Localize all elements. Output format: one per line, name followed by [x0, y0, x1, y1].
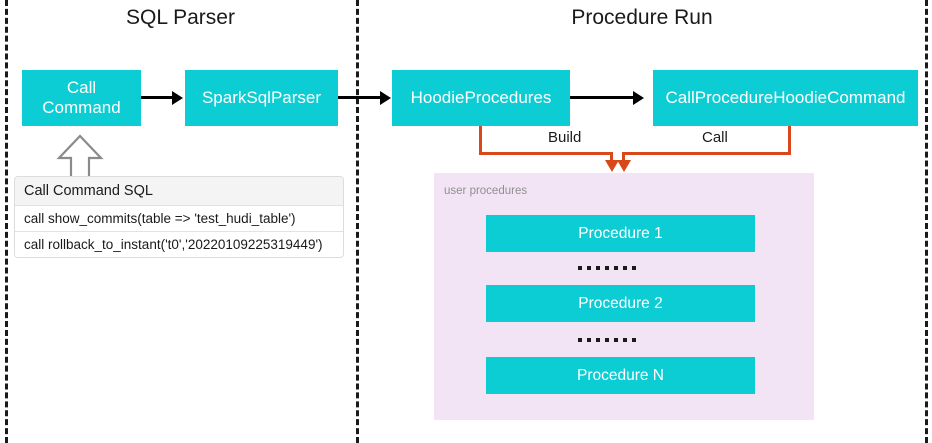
ellipsis-dot: [596, 338, 600, 342]
ellipsis-dot: [587, 266, 591, 270]
node-spark-sql-parser-label: SparkSqlParser: [201, 87, 322, 107]
node-call-command-line2: Command: [42, 98, 121, 117]
up-arrow-sql-to-call-command: [56, 134, 104, 180]
arrow-procedures-to-command-line: [570, 96, 635, 99]
ellipsis-dot: [614, 338, 618, 342]
procedure-box-n[interactable]: Procedure N: [486, 357, 755, 394]
sql-table-row-1[interactable]: call show_commits(table => 'test_hudi_ta…: [15, 206, 343, 232]
connector-build-horizontal: [479, 152, 613, 155]
arrow-parser-to-procedures-line: [338, 96, 382, 99]
connector-build-vertical: [479, 126, 482, 155]
ellipsis-dot: [605, 266, 609, 270]
ellipsis-dot: [578, 266, 582, 270]
divider-right: [925, 0, 928, 443]
ellipsis-dot: [605, 338, 609, 342]
procedure-box-2[interactable]: Procedure 2: [486, 285, 755, 322]
procedure-box-1-label: Procedure 1: [578, 224, 663, 242]
ellipsis-dot: [578, 338, 582, 342]
arrow-procedures-to-command-head: [633, 90, 644, 105]
node-spark-sql-parser[interactable]: SparkSqlParser: [185, 70, 338, 126]
connector-build-arrowhead: [604, 160, 619, 172]
divider-middle: [356, 0, 359, 443]
procedure-box-n-label: Procedure N: [576, 366, 664, 384]
connector-call-label: Call: [697, 130, 733, 145]
ellipsis-separator-2: [578, 338, 636, 342]
connector-call-vertical: [788, 126, 791, 155]
section-title-sql-parser: SQL Parser: [126, 6, 235, 29]
connector-call-down: [622, 152, 625, 163]
divider-left: [5, 0, 8, 443]
sql-table-header: Call Command SQL: [15, 177, 343, 206]
ellipsis-separator-1: [578, 266, 636, 270]
ellipsis-dot: [614, 266, 618, 270]
ellipsis-dot: [596, 266, 600, 270]
connector-call-arrowhead: [616, 160, 631, 172]
node-hoodie-procedures[interactable]: HoodieProcedures: [392, 70, 570, 126]
connector-build-label: Build: [543, 130, 587, 145]
ellipsis-dot: [632, 266, 636, 270]
ellipsis-dot: [587, 338, 591, 342]
ellipsis-dot: [623, 266, 627, 270]
sql-table: Call Command SQL call show_commits(table…: [14, 176, 344, 258]
node-call-procedure-hoodie-command[interactable]: CallProcedureHoodieCommand: [653, 70, 918, 126]
arrow-call-command-to-parser-line: [141, 96, 174, 99]
node-call-command[interactable]: Call Command: [22, 70, 141, 126]
arrow-parser-to-procedures-head: [380, 90, 391, 105]
connector-call-horizontal: [622, 152, 791, 155]
ellipsis-dot: [623, 338, 627, 342]
sql-table-row-2[interactable]: call rollback_to_instant('t0','202201092…: [15, 232, 343, 257]
arrow-call-command-to-parser-head: [172, 90, 183, 105]
user-procedures-panel-label: user procedures: [444, 185, 528, 197]
procedure-box-2-label: Procedure 2: [578, 294, 663, 312]
section-title-procedure-run: Procedure Run: [571, 6, 713, 29]
procedure-box-1[interactable]: Procedure 1: [486, 215, 755, 252]
node-hoodie-procedures-label: HoodieProcedures: [410, 87, 552, 107]
node-call-command-line1: Call: [66, 77, 97, 97]
connector-build-down: [610, 152, 613, 163]
node-call-procedure-hoodie-command-label: CallProcedureHoodieCommand: [665, 87, 906, 107]
ellipsis-dot: [632, 338, 636, 342]
